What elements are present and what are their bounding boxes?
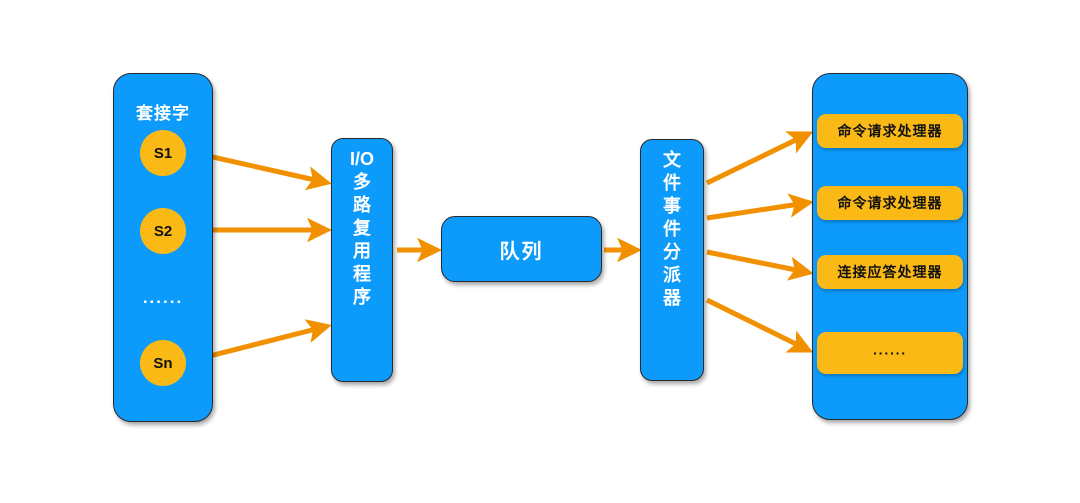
handler-command-request-2[interactable]: 命令请求处理器 (817, 186, 963, 220)
dispatcher-line-6: 派 (663, 265, 681, 286)
handler-command-request-1[interactable]: 命令请求处理器 (817, 114, 963, 148)
io-multiplexer-line-1: I/O (349, 149, 374, 169)
dispatcher-line-1: 文 (663, 150, 681, 170)
io-multiplexer-line-3: 路 (353, 195, 371, 216)
file-event-dispatcher-box[interactable]: 文 件 事 件 分 派 器 (640, 139, 704, 381)
io-multiplexer-line-7: 序 (353, 287, 371, 308)
dispatcher-line-2: 件 (663, 173, 681, 194)
io-multiplexer-line-2: 多 (353, 172, 371, 193)
handler-connection-response[interactable]: 连接应答处理器 (817, 255, 963, 289)
io-multiplexer-box[interactable]: I/O 多 路 复 用 程 序 (331, 138, 393, 382)
socket-panel-title: 套接字 (136, 104, 190, 123)
edge-dispatcher-to-handler-3 (706, 249, 814, 281)
dispatcher-line-7: 器 (663, 288, 681, 309)
queue-box[interactable]: 队列 (441, 216, 602, 282)
io-multiplexer-line-6: 程 (353, 264, 371, 285)
dispatcher-line-4: 件 (663, 219, 681, 240)
edge-dispatcher-to-handler-1 (705, 131, 814, 186)
edge-dispatcher-to-handler-4 (705, 297, 814, 353)
edge-dispatcher-to-handler-2 (706, 193, 814, 221)
socket-node-ellipsis: ...... (142, 288, 184, 307)
io-multiplexer-line-4: 复 (353, 218, 371, 239)
socket-node-s2[interactable]: S2 (140, 208, 186, 254)
dispatcher-line-5: 分 (663, 242, 681, 263)
handler-ellipsis[interactable]: ······ (817, 332, 963, 374)
socket-node-sn[interactable]: Sn (140, 340, 186, 386)
socket-node-s1[interactable]: S1 (140, 130, 186, 176)
io-multiplexer-line-5: 用 (353, 241, 371, 262)
dispatcher-line-3: 事 (663, 196, 681, 217)
